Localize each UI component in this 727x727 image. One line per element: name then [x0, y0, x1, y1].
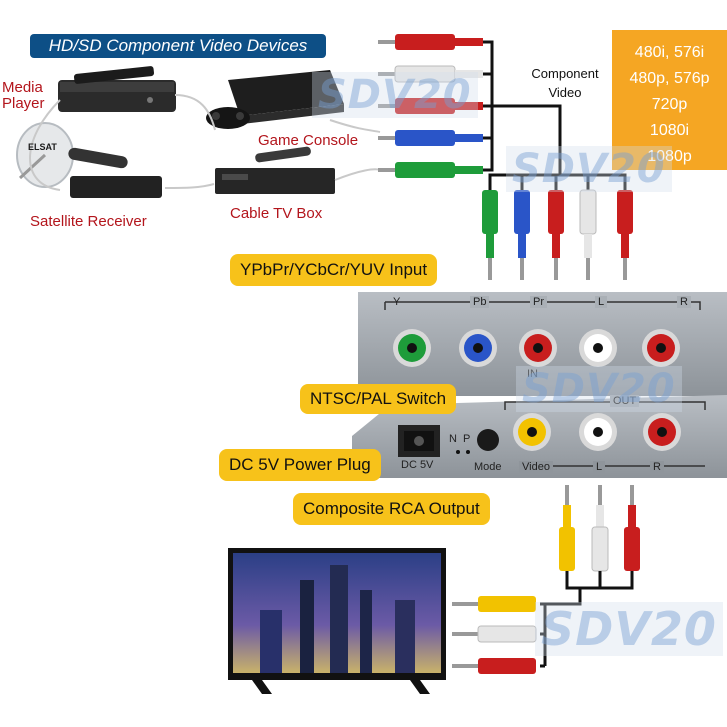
output-out-label: OUT [610, 395, 640, 407]
satellite-receiver-label: Satellite Receiver [30, 213, 147, 230]
watermark: SDV20 [535, 602, 723, 656]
input-port-label-l: L [595, 296, 608, 308]
input-port-label-y: Y [393, 296, 401, 308]
dc-5v-label: DC 5V [401, 459, 434, 471]
output-port-label-l: L [593, 461, 606, 473]
composite-output-callout: Composite RCA Output [293, 493, 490, 525]
output-jack-r [643, 413, 681, 451]
ntsc-pal-switch-callout: NTSC/PAL Switch [300, 384, 457, 414]
resolution-item: 1080p [647, 148, 692, 165]
component-video-label: Component Video [531, 66, 599, 100]
input-jack-pr [519, 329, 557, 367]
output-port-label-video: Video [519, 461, 553, 473]
dc-power-callout: DC 5V Power Plug [219, 449, 381, 481]
resolution-box [612, 30, 727, 170]
input-port-label-pr: Pr [530, 296, 547, 308]
media-player-image [58, 66, 176, 112]
watermark: SDV20 [312, 72, 478, 118]
output-port-label-r: R [650, 461, 664, 473]
output-jack-video [513, 413, 551, 451]
input-port-label-r: R [677, 296, 691, 308]
watermark: SDV20 [506, 146, 672, 192]
input-callout: YPbPr/YCbCr/YUV Input [230, 254, 438, 286]
resolution-item: 480i, 576i [634, 44, 705, 61]
input-jack-r [642, 329, 680, 367]
n-label: N [449, 433, 457, 445]
game-console-label: Game Console [258, 132, 359, 149]
input-jack-l [579, 329, 617, 367]
component-cable-bundle [378, 34, 633, 280]
input-jack-y [393, 329, 431, 367]
p-label: P [463, 433, 471, 445]
watermark: SDV20 [516, 366, 682, 412]
resolution-list: 480i, 576i 480p, 576p 720p 1080i 1080p [612, 40, 727, 170]
input-jack-pb [459, 329, 497, 367]
satellite-brand-label: ELSAT [28, 142, 57, 152]
input-port-label-pb: Pb [470, 296, 490, 308]
cable-tv-box-label: Cable TV Box [230, 205, 323, 222]
converter-input-panel [358, 292, 727, 396]
input-in-label: IN [527, 368, 538, 380]
resolution-item: 1080i [649, 122, 690, 139]
output-jack-l [579, 413, 617, 451]
resolution-item: 480p, 576p [629, 70, 710, 87]
game-console-image [206, 70, 344, 129]
converter-output-panel [352, 395, 727, 478]
composite-cable-bundle [452, 485, 640, 674]
device-link-lines [29, 94, 381, 191]
media-player-label: Media Player [2, 79, 45, 112]
cable-box-image [215, 146, 335, 194]
resolution-item: 720p [651, 96, 688, 113]
header-title: HD/SD Component Video Devices [30, 34, 326, 58]
television-image [228, 548, 446, 694]
mode-label: Mode [474, 461, 502, 473]
satellite-dish-image [16, 122, 162, 198]
